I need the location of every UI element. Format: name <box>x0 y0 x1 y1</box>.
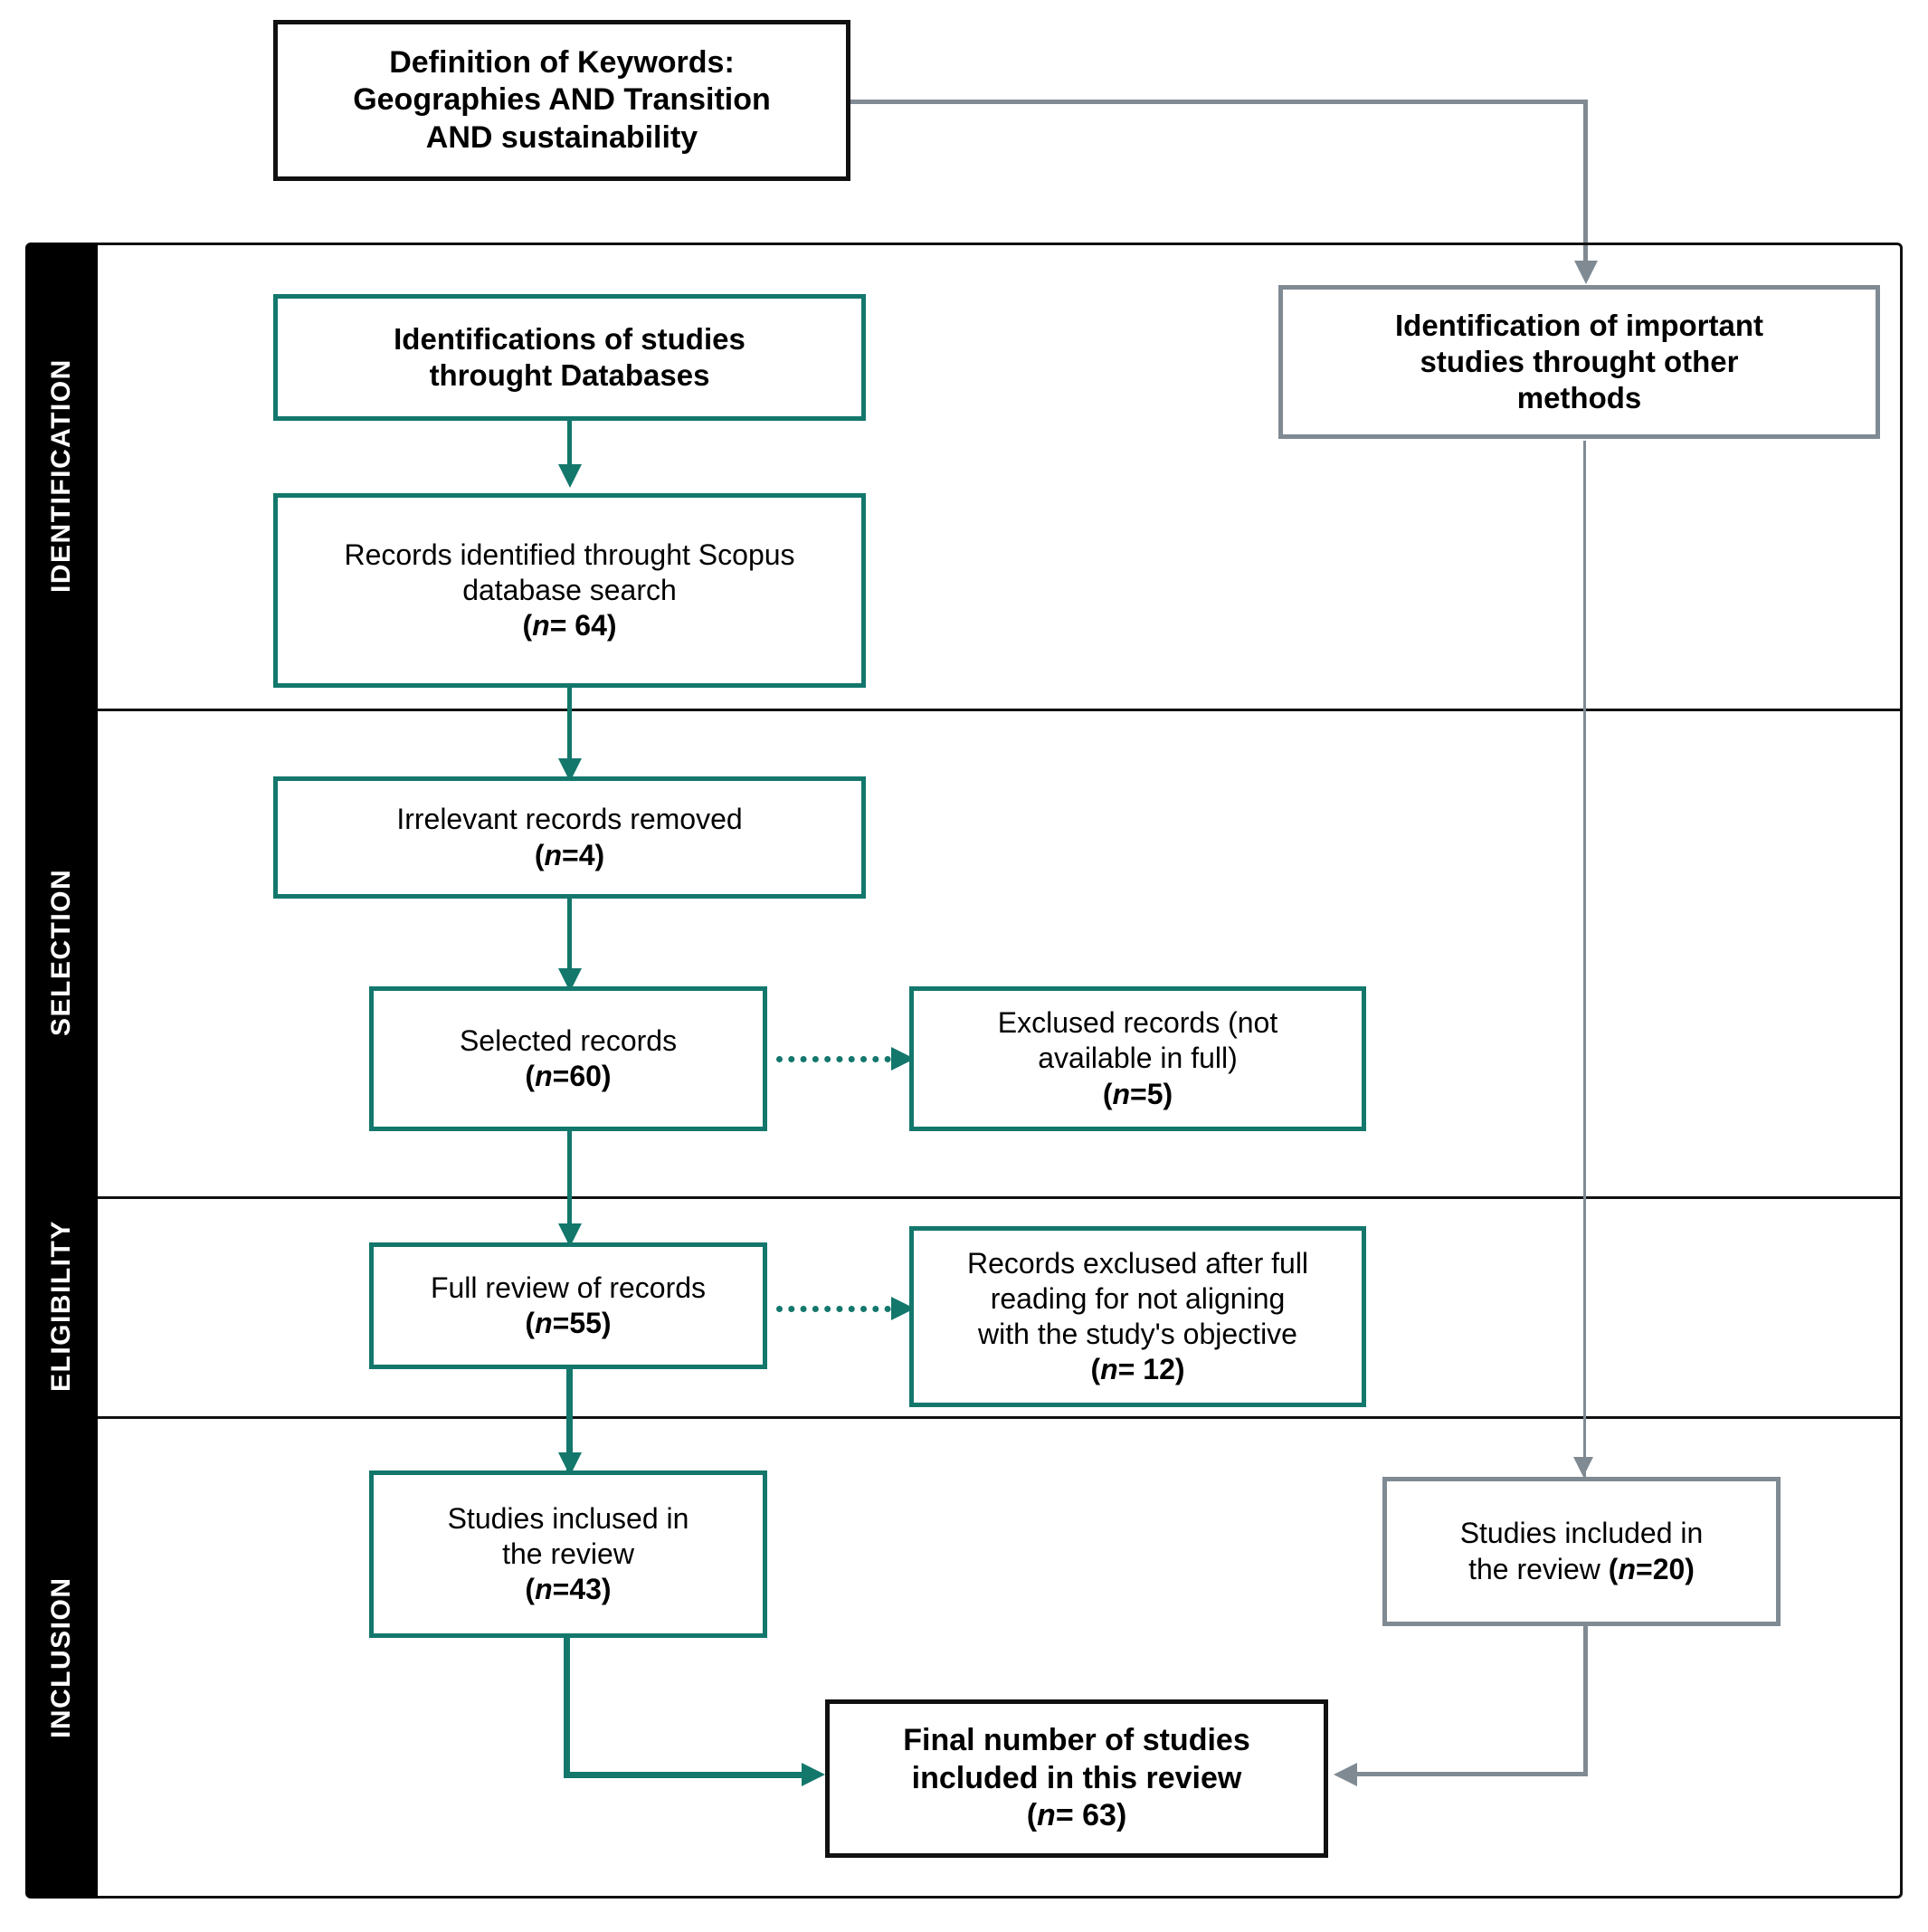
sidebar-label-inclusion: INCLUSION <box>46 1576 76 1738</box>
arrowhead-keywords-to-other <box>1574 261 1598 284</box>
connector-fullreview-to-excluded <box>776 1306 903 1312</box>
excluded-after-reading-line-3: with the study's objective <box>978 1318 1297 1350</box>
sidebar-label-selection: SELECTION <box>46 868 76 1037</box>
divider-selection-eligibility <box>98 1196 1903 1199</box>
full-review-line-1: Full review of records <box>430 1271 707 1304</box>
included-other-line-2: the review <box>1468 1552 1609 1585</box>
excluded-not-full-line-2: available in full) <box>1038 1042 1238 1075</box>
excluded-after-reading-line-1: Records exclused after full <box>966 1246 1309 1280</box>
scopus-records-count: (n= 64) <box>522 609 617 642</box>
excluded-not-full-count: (n=5) <box>1102 1077 1173 1110</box>
connector-includeddb-to-final-v <box>564 1638 570 1778</box>
arrowhead-other-to-included <box>1573 1457 1593 1477</box>
connector-irrelevant-to-selected <box>567 899 572 989</box>
node-full-review: Full review of records (n=55) <box>369 1242 767 1369</box>
connector-keywords-to-other-v <box>1583 100 1588 267</box>
connector-keywords-to-other-h <box>850 100 1588 104</box>
irrelevant-removed-line-1: Irrelevant records removed <box>396 803 743 836</box>
db-identification-line-2: throught Databases <box>429 358 710 392</box>
included-other-count: (n=20) <box>1608 1552 1695 1585</box>
node-keywords: Definition of Keywords: Geographies AND … <box>273 20 850 181</box>
included-db-line-1: Studies inclused in <box>447 1501 689 1535</box>
divider-eligibility-inclusion <box>98 1416 1903 1419</box>
keywords-line-1: Definition of Keywords: <box>389 44 735 80</box>
arrowhead-includedother-to-final <box>1334 1763 1357 1786</box>
arrowhead-dbident-to-scopus <box>558 464 582 488</box>
node-final-total: Final number of studies included in this… <box>825 1699 1328 1858</box>
excluded-after-reading-count: (n= 12) <box>1090 1353 1185 1386</box>
included-db-line-2: the review <box>502 1537 634 1570</box>
sidebar-label-eligibility: ELIGIBILITY <box>46 1220 76 1393</box>
final-total-line-1: Final number of studies <box>903 1723 1250 1758</box>
selected-records-count: (n=60) <box>525 1060 612 1092</box>
connector-includedother-to-final-h <box>1357 1772 1588 1776</box>
divider-identification-selection <box>98 709 1903 711</box>
final-total-line-2: included in this review <box>911 1760 1242 1795</box>
connector-other-methods-spine <box>1583 441 1586 1481</box>
keywords-line-3: AND sustainability <box>425 119 698 155</box>
node-scopus-records: Records identified throught Scopus datab… <box>273 493 866 688</box>
node-excluded-not-full: Exclused records (not available in full)… <box>909 986 1366 1131</box>
scopus-records-line-2: database search <box>462 573 677 606</box>
other-identification-line-1: Identification of important <box>1395 308 1763 342</box>
connector-selected-to-fullreview <box>567 1131 572 1244</box>
sidebar-item-eligibility: ELIGIBILITY <box>25 1196 98 1416</box>
keywords-line-2: Geographies AND Transition <box>353 82 771 118</box>
connector-scopus-to-irrelevant <box>567 688 572 774</box>
node-selected-records: Selected records (n=60) <box>369 986 767 1131</box>
node-other-identification: Identification of important studies thro… <box>1278 285 1880 439</box>
node-included-db: Studies inclused in the review (n=43) <box>369 1470 767 1638</box>
sidebar-item-selection: SELECTION <box>25 709 98 1196</box>
node-irrelevant-removed: Irrelevant records removed (n=4) <box>273 776 866 899</box>
sidebar-label-identification: IDENTIFICATION <box>46 358 76 593</box>
connector-selected-to-excluded <box>776 1056 903 1062</box>
scopus-records-line-1: Records identified throught Scopus <box>344 538 795 571</box>
sidebar-item-identification: IDENTIFICATION <box>25 243 98 709</box>
connector-includeddb-to-final-h <box>564 1772 812 1778</box>
sidebar-item-inclusion: INCLUSION <box>25 1416 98 1899</box>
connector-includedother-to-final-v <box>1583 1626 1588 1775</box>
stage-sidebar: IDENTIFICATION SELECTION ELIGIBILITY INC… <box>25 243 98 1899</box>
irrelevant-removed-count: (n=4) <box>534 838 605 871</box>
included-other-line-1: Studies included in <box>1459 1517 1704 1550</box>
other-identification-line-3: methods <box>1516 381 1642 415</box>
node-included-other: Studies included in the review (n=20) <box>1382 1477 1781 1626</box>
excluded-after-reading-line-2: reading for not aligning <box>990 1281 1286 1315</box>
selected-records-line-1: Selected records <box>459 1023 678 1057</box>
excluded-not-full-line-1: Exclused records (not <box>997 1006 1278 1040</box>
other-identification-line-2: studies throught other <box>1420 344 1739 378</box>
arrowhead-includeddb-to-final <box>802 1763 825 1786</box>
full-review-count: (n=55) <box>525 1307 612 1339</box>
node-excluded-after-reading: Records exclused after full reading for … <box>909 1226 1366 1407</box>
connector-dbident-to-scopus <box>567 421 572 475</box>
connector-fullreview-to-included <box>566 1369 573 1473</box>
node-db-identification: Identifications of studies throught Data… <box>273 294 866 421</box>
db-identification-line-1: Identifications of studies <box>394 321 746 356</box>
final-total-count: (n= 63) <box>1026 1798 1127 1833</box>
included-db-count: (n=43) <box>525 1573 612 1606</box>
